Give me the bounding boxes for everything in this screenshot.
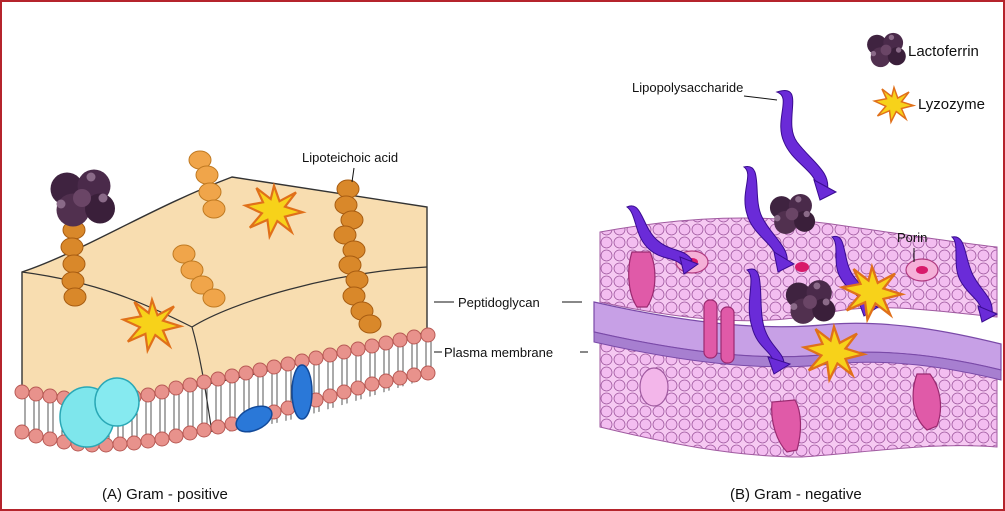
lactoferrin-molecule-b2 [786, 280, 835, 324]
legend-label-lactoferrin: Lactoferrin [908, 43, 979, 60]
lactoferrin-molecule-b1 [770, 194, 815, 234]
porin-label: Porin [897, 230, 927, 245]
lyzozyme-icon [875, 88, 914, 123]
inner-membrane-protein-a [704, 300, 717, 358]
peptidoglycan-label: Peptidoglycan [458, 295, 540, 310]
gram-negative-panel: Lipopolysaccharide Porin (B) Gram - nega… [594, 80, 1001, 503]
porin-protein-3 [795, 262, 809, 272]
lactoferrin-molecule-a [51, 170, 116, 227]
inner-membrane-protein-c [640, 368, 668, 406]
lactoferrin-icon [867, 33, 906, 67]
lipopolysaccharide-label: Lipopolysaccharide [632, 80, 743, 95]
outer-membrane-protein [629, 252, 655, 307]
gram-positive-panel: Lipoteichoic acid (A) Gram - positive [15, 150, 435, 503]
legend: Lactoferrin Lyzozyme [867, 33, 985, 122]
porin-protein-2 [906, 259, 938, 281]
gram-negative-caption: (B) Gram - negative [730, 486, 862, 503]
blue-membrane-protein-tall [292, 365, 312, 419]
inner-membrane-protein-b [721, 307, 734, 363]
legend-label-lyzozyme: Lyzozyme [918, 96, 985, 113]
lipoteichoic-acid-label: Lipoteichoic acid [302, 150, 398, 165]
plasma-membrane-label: Plasma membrane [444, 345, 553, 360]
shared-labels: Peptidoglycan Plasma membrane [434, 295, 588, 360]
gram-positive-caption: (A) Gram - positive [102, 486, 228, 503]
teichoic-acid-chain-left [61, 221, 86, 306]
